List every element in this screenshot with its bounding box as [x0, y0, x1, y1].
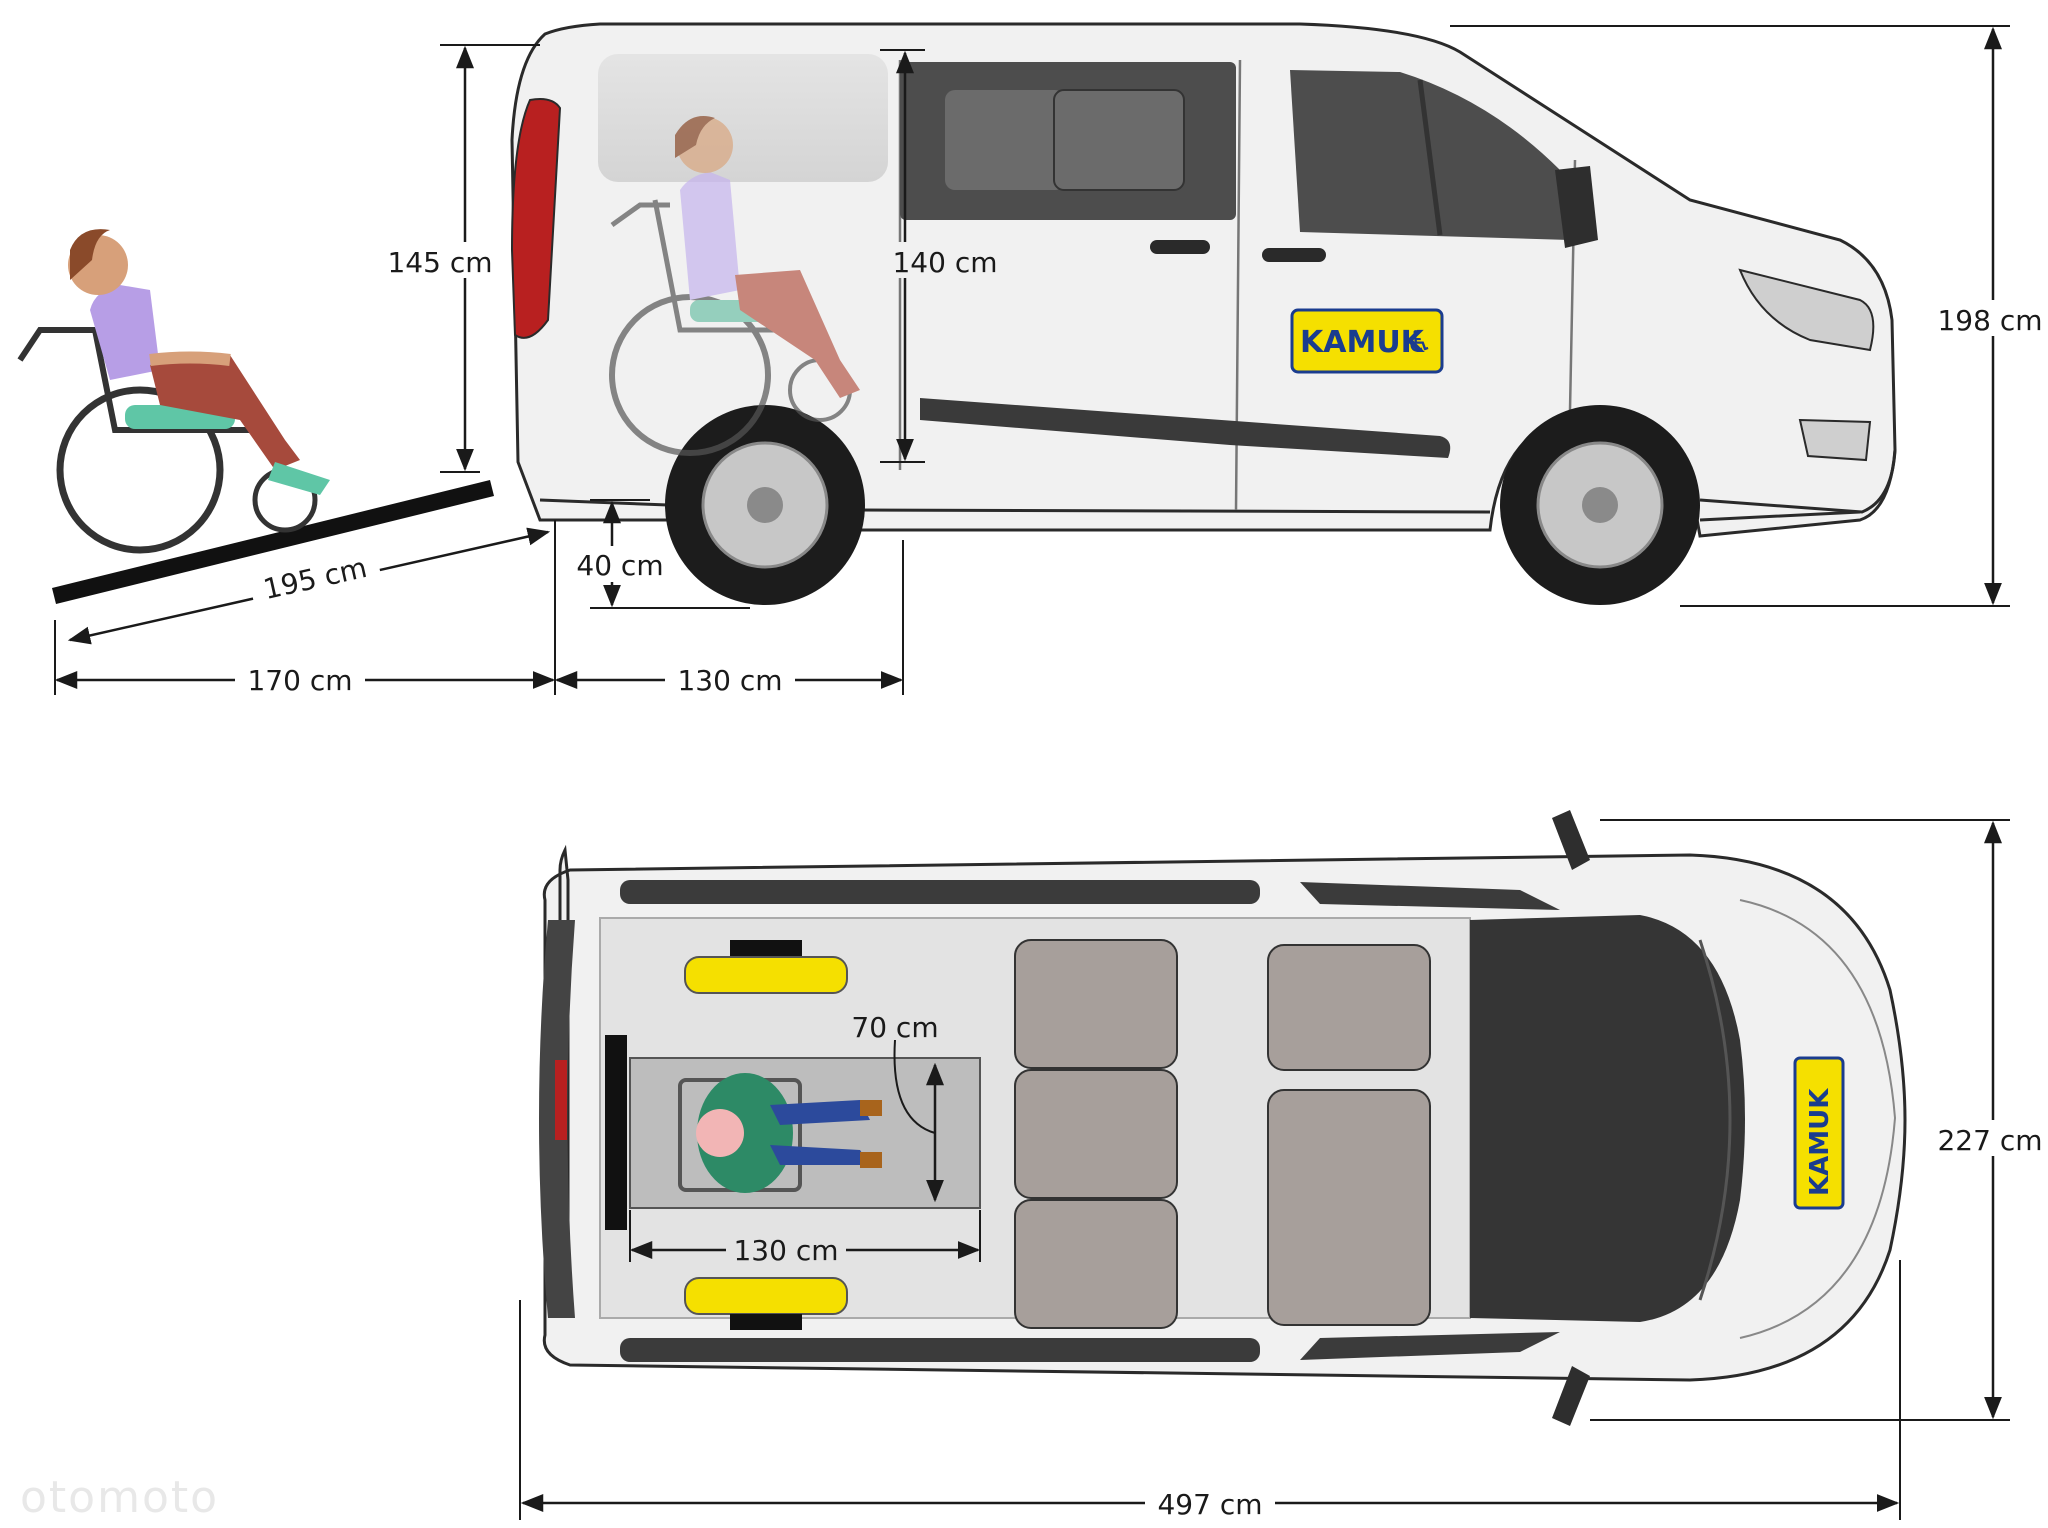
cab-roof — [1470, 915, 1745, 1322]
dim-label-198: 198 cm — [1937, 304, 2042, 337]
dim-label-170: 170 cm — [247, 664, 352, 697]
watermark: otomoto — [20, 1472, 219, 1523]
dim-label-497: 497 cm — [1157, 1488, 1262, 1521]
strap-anchor-bottom — [730, 1314, 802, 1330]
side-rub-strip — [920, 398, 1451, 458]
strap-anchor-top — [730, 940, 802, 956]
rear-wheel — [665, 405, 865, 605]
seat-row-3 — [1267, 944, 1431, 1326]
tail-light — [510, 98, 562, 339]
windshield-curve — [1698, 939, 1732, 1301]
side-rail-top — [620, 880, 1260, 904]
door-handle-front — [1262, 248, 1326, 262]
ramp-top — [605, 1035, 627, 1230]
dim-label-70: 70 cm — [851, 1011, 938, 1044]
kamuk-logo-top: KAMUK — [1793, 1056, 1845, 1210]
rear-light-top — [555, 1060, 567, 1140]
fog-light — [1798, 418, 1872, 462]
hood — [1739, 899, 1897, 1339]
window-divider — [1417, 79, 1443, 236]
side-view: KAMUK ♿ — [17, 22, 2047, 700]
seat-row-2 — [1014, 939, 1178, 1329]
dim-label-195: 195 cm — [260, 551, 370, 606]
rear-side-window — [598, 54, 888, 182]
front-window-bottom-strip — [1300, 1332, 1560, 1360]
strap-top — [684, 956, 848, 994]
mirror-top — [1552, 810, 1590, 870]
top-view: KAMUK 70 — [519, 810, 2047, 1524]
dim-leader-70 — [893, 1039, 936, 1134]
wheelchair-user-inside — [609, 116, 860, 456]
strap-bottom — [684, 1277, 848, 1315]
wheelchair-space — [629, 1057, 981, 1209]
dim-label-227: 227 cm — [1937, 1124, 2042, 1157]
sliding-window-2 — [1053, 89, 1185, 191]
dim-label-40: 40 cm — [576, 549, 663, 582]
front-wheel — [1500, 405, 1700, 605]
wheelchair-user-top — [678, 1073, 882, 1193]
kamuk-logo-side: KAMUK ♿ — [1290, 308, 1444, 374]
front-bumper — [1699, 449, 1897, 514]
wheelchair-user-on-ramp — [17, 229, 330, 554]
side-rail-bottom — [620, 1338, 1260, 1362]
dim-label-145: 145 cm — [387, 246, 492, 279]
sliding-window — [945, 90, 1065, 190]
front-window-top-strip — [1300, 882, 1560, 910]
headlight — [1738, 268, 1875, 352]
door-handle-rear — [1150, 240, 1210, 254]
side-mirror — [1555, 166, 1598, 248]
dim-label-130-side: 130 cm — [677, 664, 782, 697]
accessibility-icon: ♿ — [1406, 325, 1433, 360]
mirror-bottom — [1552, 1366, 1590, 1426]
logo-label-top: KAMUK — [1805, 1088, 1835, 1196]
dim-label-140: 140 cm — [892, 246, 997, 279]
logo-label: KAMUK — [1300, 325, 1426, 360]
dim-label-130-top: 130 cm — [733, 1234, 838, 1267]
